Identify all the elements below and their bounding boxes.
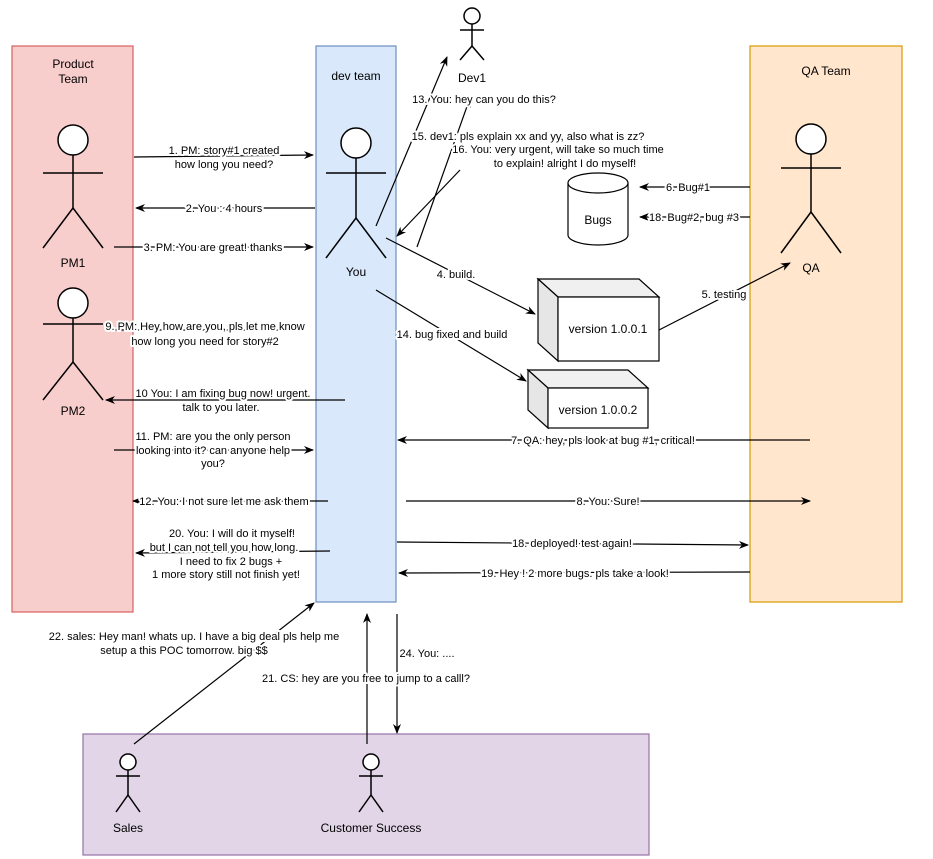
qa-actor xyxy=(780,123,842,254)
arrow-m19 xyxy=(398,568,751,577)
msg-9-line1: 9. PM: Hey how are you, pls let me know xyxy=(105,321,304,333)
bugs-label: Bugs xyxy=(584,213,611,227)
msg-21: 21. CS: hey are you free to jump to a ca… xyxy=(262,673,470,685)
version-1-0-0-1-label: version 1.0.0.1 xyxy=(569,322,648,336)
msg-10-line1: 10 You: I am fixing bug now! urgent. xyxy=(136,388,311,400)
msg-6: 6. Bug#1 xyxy=(666,182,710,194)
msg-24: 24. You: .... xyxy=(399,648,454,660)
customer-success-actor xyxy=(358,753,384,813)
msg-11-line2: looking into it? can anyone help xyxy=(136,445,290,457)
pm2-label: PM2 xyxy=(61,404,86,418)
msg-8: 8. You: Sure! xyxy=(577,496,640,508)
msg-22-line2: setup a this POC tomorrow. big $$ xyxy=(100,645,268,657)
dev1-actor xyxy=(459,7,485,61)
msg-1-line2: how long you need? xyxy=(175,159,273,171)
sales-label: Sales xyxy=(113,821,143,835)
msg-20-line1: 20. You: I will do it myself! xyxy=(169,528,295,540)
msg-18a: 18. Bug#2, bug #3 xyxy=(649,212,739,224)
arrow-m16 xyxy=(416,97,471,248)
msg-13: 13. You: hey can you do this? xyxy=(412,94,556,106)
arrow-m13 xyxy=(375,56,448,227)
msg-1-line1: 1. PM: story#1 created xyxy=(169,145,280,157)
qa-team-title: QA Team xyxy=(801,64,850,78)
arrow-m18b xyxy=(396,540,749,549)
msg-11-line1: 11. PM: are you the only person xyxy=(135,431,290,443)
you-actor xyxy=(325,127,387,259)
you-label: You xyxy=(346,265,366,279)
arrow-m22 xyxy=(133,602,315,745)
msg-20-line2: but I can not tell you how long. xyxy=(150,542,299,554)
version-1-0-0-1-box xyxy=(536,277,661,363)
msg-15: 15. dev1: pls explain xx and yy, also wh… xyxy=(412,131,645,143)
msg-20-line3: I need to fix 2 bugs + xyxy=(180,556,282,568)
msg-7: 7. QA: hey, pls look at bug #1, critical… xyxy=(511,435,695,447)
msg-16-line1: 16. You: very urgent, will take so much … xyxy=(452,144,664,156)
version-1-0-0-2-label: version 1.0.0.2 xyxy=(559,403,638,417)
arrow-m15 xyxy=(396,169,461,237)
arrow-m5 xyxy=(658,262,791,331)
bottom-lane xyxy=(82,733,650,856)
msg-2: 2. You : 4 hours xyxy=(186,203,263,215)
dev-team-title: dev team xyxy=(331,69,380,83)
arrow-m4 xyxy=(385,237,536,315)
msg-3: 3. PM: You are great! thanks xyxy=(144,242,283,254)
msg-19: 19. Hey ! 2 more bugs. pls take a look! xyxy=(481,568,669,580)
arrow-m1 xyxy=(133,151,314,160)
qa-label: QA xyxy=(802,261,819,275)
pm1-actor xyxy=(42,124,104,249)
msg-16-line2: to explain! alright I do myself! xyxy=(494,158,636,170)
bugs-database xyxy=(567,172,629,246)
msg-12: 12. You: I not sure let me ask them xyxy=(139,496,308,508)
product-team-title: Product xyxy=(52,57,94,71)
sales-actor xyxy=(115,753,141,813)
arrow-m14 xyxy=(375,289,527,382)
msg-5: 5. testing xyxy=(702,289,747,301)
msg-14: 14. bug fixed and build xyxy=(397,329,508,341)
arrow-m20 xyxy=(135,548,331,557)
version-1-0-0-2-box xyxy=(526,368,650,430)
msg-11-line3: you? xyxy=(201,458,225,470)
msg-4: 4. build. xyxy=(437,269,476,281)
pm1-label: PM1 xyxy=(61,256,86,270)
qa-team-lane xyxy=(749,45,903,603)
msg-20-line4: 1 more story still not finish yet! xyxy=(152,569,300,581)
pm2-actor xyxy=(42,287,104,401)
msg-9-line2: how long you need for story#2 xyxy=(131,336,278,348)
msg-10-line2: talk to you later. xyxy=(182,402,259,414)
customer-success-label: Customer Success xyxy=(321,821,422,835)
dev1-label: Dev1 xyxy=(458,71,486,85)
product-team-title-line2: Team xyxy=(58,72,87,86)
msg-18b: 18. deployed! test again! xyxy=(512,538,632,550)
msg-22-line1: 22. sales: Hey man! whats up. I have a b… xyxy=(49,631,339,643)
